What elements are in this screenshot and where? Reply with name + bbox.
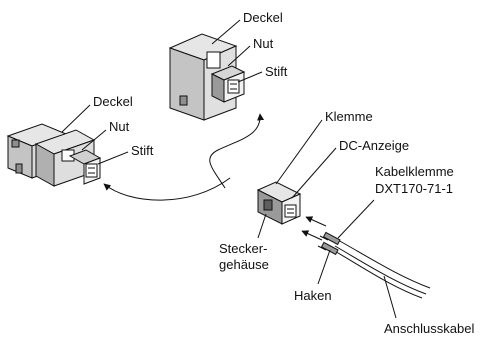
dc-anzeige-label: DC-Anzeige xyxy=(339,138,409,153)
anschlusskabel-leader xyxy=(383,275,397,319)
dc-anzeige-leader xyxy=(291,147,337,199)
klemme-label: Klemme xyxy=(325,109,373,124)
arrow-to-top-valve xyxy=(209,113,265,189)
top-nut-leader xyxy=(227,45,251,67)
top-valve-illustration xyxy=(168,33,246,121)
left-stift-leader xyxy=(97,151,129,165)
top-nut-label: Nut xyxy=(253,36,274,51)
left-deckel-leader xyxy=(61,104,91,133)
left-nut-label: Nut xyxy=(109,119,130,134)
steckergehaeuse-leader xyxy=(257,213,267,239)
top-stift-label: Stift xyxy=(265,64,288,79)
connector-housing-illustration xyxy=(256,181,302,225)
anschlusskabel-label: Anschlusskabel xyxy=(384,321,474,336)
left-valve-illustration xyxy=(6,123,102,187)
top-deckel-leader xyxy=(211,19,241,45)
left-stift-label: Stift xyxy=(131,143,154,158)
arrow-to-left-valve xyxy=(103,177,231,201)
left-nut-leader xyxy=(81,129,107,151)
haken-leader xyxy=(317,249,331,285)
haken-label: Haken xyxy=(294,288,332,303)
insert-arrow-upper xyxy=(305,216,327,227)
kabelklemme-leader xyxy=(337,199,375,239)
steckergehaeuse-label-line1: Stecker- xyxy=(219,241,267,256)
steckergehaeuse-label-line2: gehäuse xyxy=(219,257,269,272)
cable-illustration xyxy=(317,231,431,299)
left-deckel-label: Deckel xyxy=(93,94,133,109)
kabelklemme-label-line2: DXT170-71-1 xyxy=(375,181,453,196)
kabelklemme-label-line1: Kabelklemme xyxy=(375,164,454,179)
klemme-leader xyxy=(275,119,323,185)
top-stift-leader xyxy=(237,71,263,83)
insert-arrow-lower xyxy=(301,230,323,241)
top-deckel-label: Deckel xyxy=(243,10,283,25)
